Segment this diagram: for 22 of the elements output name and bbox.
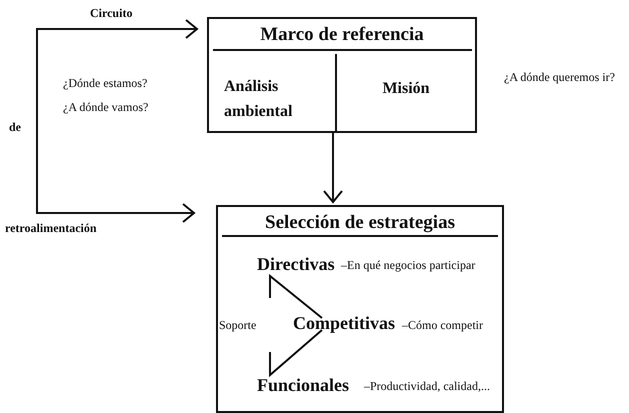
strategy-label: Competitivas bbox=[293, 313, 395, 335]
circuit-label: de bbox=[9, 120, 21, 134]
strategy-note: –En qué negocios participar bbox=[341, 258, 476, 272]
box-heading: Selección de estrategias bbox=[264, 211, 456, 235]
section-label: Análisis ambiental bbox=[209, 54, 335, 133]
question-text: ¿A dónde queremos ir? bbox=[504, 70, 615, 84]
arrow bbox=[323, 133, 343, 203]
question-text: ¿Dónde estamos? bbox=[63, 76, 148, 90]
question-text: ¿A dónde vamos? bbox=[63, 100, 148, 114]
support-label: Soporte bbox=[219, 318, 256, 332]
strategy-box bbox=[216, 205, 504, 413]
arrow bbox=[36, 19, 198, 121]
strategy-note: –Productividad, calidad,... bbox=[364, 379, 490, 394]
strategy-note: –Cómo competir bbox=[402, 318, 483, 332]
circuit-label: retroalimentación bbox=[5, 221, 97, 236]
strategy-label: Directivas bbox=[257, 254, 335, 276]
circuit-label: Circuito bbox=[90, 6, 132, 20]
frame-box bbox=[207, 17, 477, 133]
box-heading: Marco de referencia bbox=[259, 23, 425, 47]
strategy-label: Funcionales bbox=[257, 375, 350, 397]
mission-panel: Misión bbox=[335, 54, 475, 133]
arrow bbox=[36, 121, 195, 223]
